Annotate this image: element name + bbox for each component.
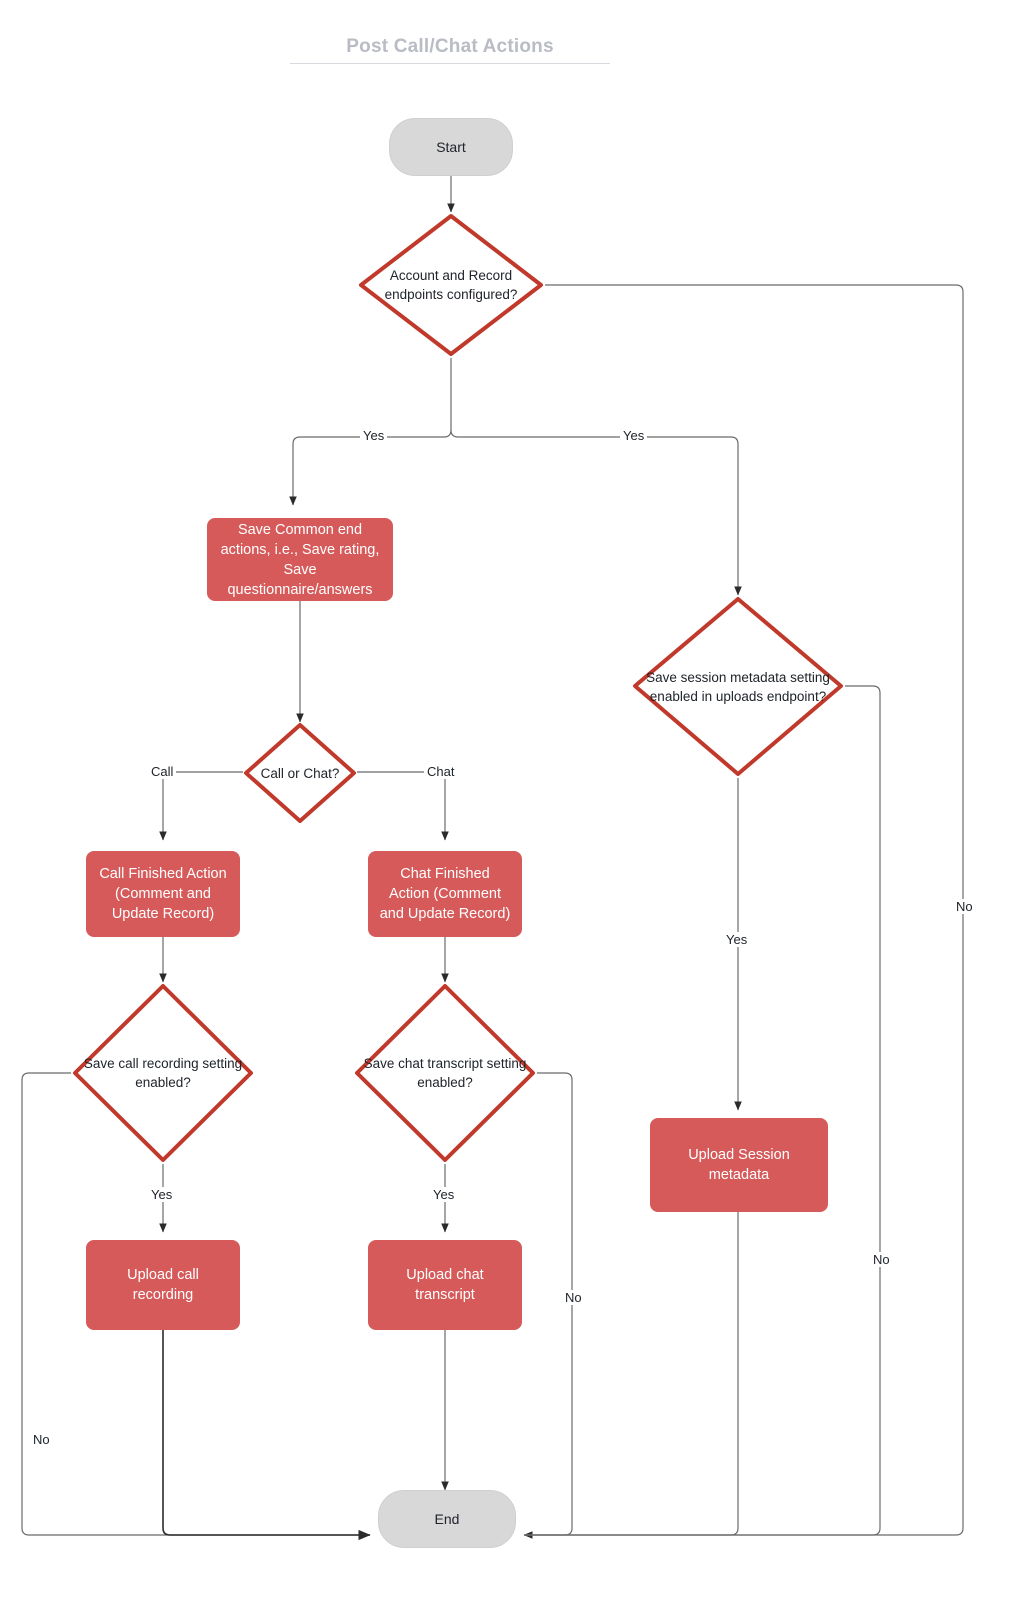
node-call-finished-action[interactable]: Call Finished Action (Comment and Update… — [86, 851, 240, 937]
edge-label-session-metadata-no: No — [870, 1252, 893, 1267]
edge-label-call: Call — [148, 764, 177, 779]
node-upload-call-recording[interactable]: Upload call recording — [86, 1240, 240, 1330]
node-save-common-end-actions-label: Save Common end actions, i.e., Save rati… — [220, 521, 380, 598]
edge-label-endpoints-no: No — [953, 899, 976, 914]
diamond-shape — [355, 984, 535, 1162]
node-end-label: End — [434, 1511, 460, 1527]
node-upload-session-metadata-label: Upload Session metadata — [688, 1147, 790, 1183]
node-call-finished-action-label: Call Finished Action (Comment and Update… — [99, 866, 227, 922]
diamond-shape — [359, 214, 543, 356]
edge-label-chat: Chat — [424, 764, 458, 779]
node-start-label: Start — [436, 139, 466, 155]
node-end[interactable]: End — [378, 1490, 516, 1548]
edge-label-endpoints-yes-left: Yes — [360, 428, 388, 443]
node-save-chat-transcript[interactable]: Save chat transcript setting enabled? — [353, 982, 537, 1164]
edge-label-session-metadata-yes: Yes — [723, 932, 751, 947]
page-title: Post Call/Chat Actions — [346, 36, 554, 57]
node-endpoints-configured[interactable]: Account and Record endpoints configured? — [357, 212, 545, 358]
title-underline — [290, 63, 610, 64]
edge-label-endpoints-yes-right: Yes — [620, 428, 648, 443]
node-save-common-end-actions[interactable]: Save Common end actions, i.e., Save rati… — [207, 518, 393, 601]
node-upload-chat-transcript-label: Upload chat transcript — [406, 1267, 484, 1303]
node-call-or-chat-label: Call or Chat? — [260, 765, 340, 781]
node-upload-session-metadata[interactable]: Upload Session metadata — [650, 1118, 828, 1212]
diamond-shape — [244, 723, 356, 823]
node-upload-chat-transcript[interactable]: Upload chat transcript — [368, 1240, 522, 1330]
node-save-session-metadata-label: Save session metadata setting enabled in… — [646, 669, 830, 704]
edge-label-chat-transcript-yes: Yes — [430, 1187, 458, 1202]
edge-label-chat-transcript-no: No — [562, 1290, 585, 1305]
node-upload-call-recording-label: Upload call recording — [127, 1267, 199, 1303]
node-save-session-metadata[interactable]: Save session metadata setting enabled in… — [631, 595, 845, 778]
node-chat-finished-action-label: Chat Finished Action (Comment and Update… — [379, 866, 511, 922]
node-call-or-chat[interactable]: Call or Chat? — [243, 722, 357, 824]
edge-label-call-recording-yes: Yes — [148, 1187, 176, 1202]
diamond-shape — [633, 597, 843, 776]
node-endpoints-configured-label: Account and Record endpoints configured? — [384, 268, 518, 302]
node-save-call-recording-label: Save call recording setting enabled? — [83, 1056, 243, 1090]
edge-label-call-recording-no: No — [30, 1432, 53, 1447]
node-chat-finished-action[interactable]: Chat Finished Action (Comment and Update… — [368, 851, 522, 937]
node-save-call-recording[interactable]: Save call recording setting enabled? — [71, 982, 255, 1164]
node-save-chat-transcript-label: Save chat transcript setting enabled? — [363, 1056, 527, 1090]
diamond-shape — [73, 984, 253, 1162]
node-start[interactable]: Start — [389, 118, 513, 176]
